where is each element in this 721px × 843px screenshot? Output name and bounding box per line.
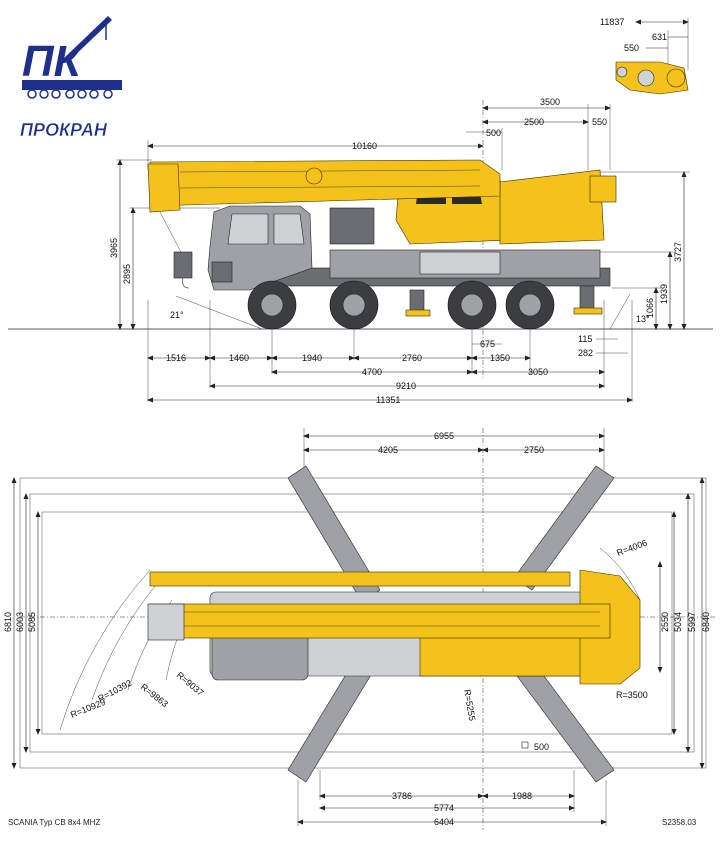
dim-1939: 1939 — [659, 284, 669, 304]
company-logo: ПК ПРОКРАН — [20, 16, 122, 140]
dim-9210: 9210 — [396, 381, 416, 391]
dim-1066: 1066 — [645, 298, 655, 318]
cab-grille — [211, 261, 233, 283]
radius-arc-10929 — [59, 569, 151, 731]
dim-2750: 2750 — [524, 445, 544, 455]
dim-1988: 1988 — [512, 791, 532, 801]
dim-2895: 2895 — [122, 264, 132, 284]
crane-truck-side — [147, 159, 617, 330]
top-view: 6955 4205 2750 6810 6003 5085 2550 5034 … — [3, 428, 716, 830]
logo-letters: ПК — [22, 37, 84, 86]
angle-21: 21° — [170, 310, 184, 320]
radius-arc-4006 — [599, 547, 641, 601]
dim-2760: 2760 — [402, 353, 422, 363]
turntable-body — [499, 169, 605, 245]
dim-282: 282 — [578, 348, 593, 358]
dim-4205: 4205 — [378, 445, 398, 455]
boom-head — [147, 163, 181, 213]
radius-9037: R=9037 — [175, 670, 206, 698]
hook-block — [173, 251, 193, 279]
dim-3050: 3050 — [528, 367, 548, 377]
dim-1940: 1940 — [302, 353, 322, 363]
dim-3786: 3786 — [392, 791, 412, 801]
radius-10392: R=10392 — [96, 678, 133, 704]
dim-2550: 2550 — [660, 612, 670, 632]
pad-square-icon — [521, 741, 529, 749]
outrigger-front-right — [513, 465, 615, 591]
dim-6955: 6955 — [434, 431, 454, 441]
dim-3500: 3500 — [540, 97, 560, 107]
logo-wheels — [27, 89, 113, 99]
side-view: 3500 2500 550 10160 500 3965 2895 21° 37… — [8, 97, 713, 405]
footer-model: SCANIA Typ CB 8x4 MHZ — [8, 818, 101, 827]
dim-5034: 5034 — [673, 612, 683, 632]
boom-head-top — [147, 603, 185, 641]
dim-6404: 6404 — [434, 817, 454, 827]
cab-window — [227, 213, 269, 245]
boom-head-detail: 11837 631 550 — [600, 17, 689, 95]
support-outline-outer — [19, 477, 707, 769]
sheave-icon — [637, 69, 655, 87]
dim-550-top: 550 — [624, 43, 639, 53]
boom-cylinder — [329, 207, 375, 245]
sheave-icon-2 — [666, 68, 686, 88]
dim-115: 115 — [578, 334, 592, 344]
outrigger-pad-rear — [573, 307, 603, 315]
outrigger-pad-front — [405, 309, 431, 317]
dim-5774: 5774 — [434, 803, 454, 813]
dim-5085: 5085 — [27, 612, 37, 632]
dim-1350: 1350 — [490, 353, 510, 363]
outrigger-box — [419, 251, 501, 275]
outrigger-front-left — [287, 465, 381, 603]
logo-truck-bar — [22, 80, 122, 90]
radius-4006: R=4006 — [615, 538, 648, 558]
dim-4700: 4700 — [362, 367, 382, 377]
dim-631: 631 — [652, 32, 667, 42]
dim-6840: 6840 — [701, 612, 711, 632]
dim-2500: 2500 — [524, 117, 544, 127]
boom-top — [149, 603, 611, 639]
hook-icon — [182, 277, 190, 289]
boom-extension-top — [149, 571, 571, 587]
dim-6810: 6810 — [3, 612, 13, 632]
dim-11837: 11837 — [600, 17, 624, 27]
angle-13: 13° — [636, 314, 650, 324]
logo-brand-name: ПРОКРАН — [20, 120, 108, 140]
support-outline-mid — [29, 493, 695, 753]
counterweight — [589, 175, 617, 203]
dim-6003: 6003 — [15, 612, 25, 632]
footer-code: S2358.03 — [662, 818, 697, 827]
outrigger-beams — [287, 465, 615, 783]
dim-11351: 11351 — [376, 395, 400, 405]
dim-5997: 5997 — [687, 612, 697, 632]
pad-size: 500 — [534, 742, 549, 752]
dim-500-side: 500 — [486, 128, 501, 138]
logo-boom-icon — [62, 16, 112, 60]
dim-3965: 3965 — [109, 238, 119, 258]
dim-3727: 3727 — [673, 242, 683, 262]
radius-9863: R=9863 — [139, 682, 170, 709]
dim-1516: 1516 — [166, 353, 186, 363]
sheave-icon-3 — [616, 66, 628, 78]
dim-550-side: 550 — [592, 117, 607, 127]
radius-3500: R=3500 — [616, 690, 648, 700]
side-bottom-dims: 1516 1460 1940 2760 675 1350 4700 3050 9… — [147, 300, 633, 405]
dim-10160: 10160 — [352, 141, 377, 151]
boom-pivot — [305, 167, 323, 185]
radius-arc-10392 — [91, 579, 161, 701]
outrigger-leg-front — [409, 289, 425, 313]
radius-5255: R=5255 — [462, 689, 477, 722]
cab-window-2 — [273, 213, 305, 245]
dim-1460: 1460 — [229, 353, 249, 363]
